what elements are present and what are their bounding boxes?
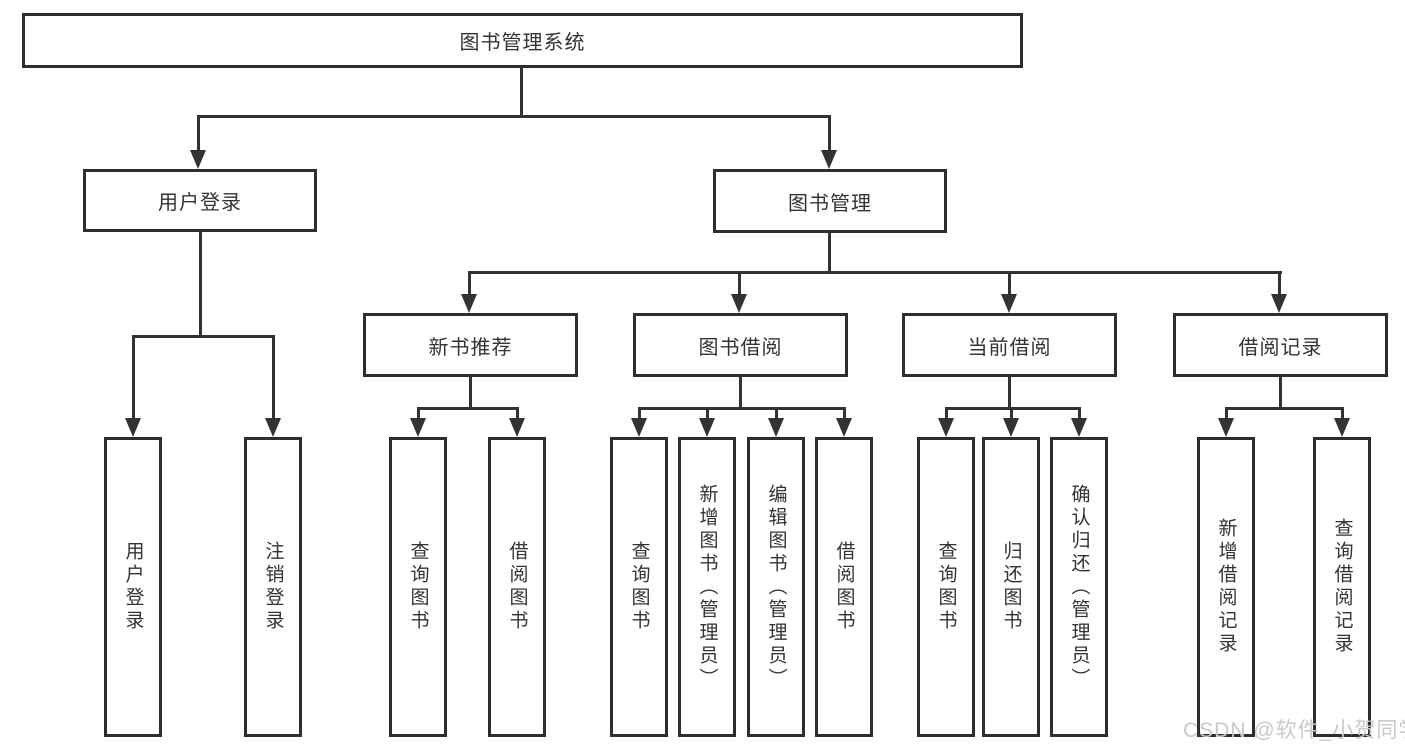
connector-line xyxy=(1279,377,1282,409)
leaf-return-book-label: 归还图书 xyxy=(1000,541,1022,633)
node-root-label: 图书管理系统 xyxy=(459,32,586,54)
node-borrow-record: 借阅记录 xyxy=(1173,313,1388,377)
arrow-down-icon xyxy=(1001,294,1017,313)
node-user-login: 用户登录 xyxy=(83,169,317,232)
arrow-down-icon xyxy=(461,294,477,313)
connector-line xyxy=(516,407,519,420)
node-new-book-recommend: 新书推荐 xyxy=(363,313,578,377)
arrow-down-icon xyxy=(768,418,784,437)
leaf-query-book-recommend-label: 查询图书 xyxy=(407,541,429,633)
connector-line xyxy=(1225,407,1228,420)
node-borrow-record-label: 借阅记录 xyxy=(1238,336,1323,359)
leaf-query-book-current-label: 查询图书 xyxy=(935,541,957,633)
connector-line xyxy=(520,68,523,118)
connector-line xyxy=(199,232,202,337)
connector-line xyxy=(828,115,831,151)
connector-line xyxy=(272,335,275,419)
connector-line xyxy=(1341,407,1344,420)
connector-line xyxy=(468,271,471,297)
leaf-edit-book-admin: 编辑图书（管理员） xyxy=(747,437,805,737)
arrow-down-icon xyxy=(1218,418,1234,437)
node-book-borrow-label: 图书借阅 xyxy=(698,336,783,359)
leaf-query-book-borrow-label: 查询图书 xyxy=(628,541,650,633)
connector-line xyxy=(739,377,742,409)
connector-line xyxy=(1225,407,1344,410)
connector-line xyxy=(417,407,519,410)
connector-line xyxy=(843,407,846,420)
leaf-borrow-book-recommend: 借阅图书 xyxy=(488,437,546,737)
arrow-down-icon xyxy=(836,418,852,437)
connector-line xyxy=(132,335,275,338)
arrow-down-icon xyxy=(1271,294,1287,313)
leaf-borrow-book-label: 借阅图书 xyxy=(833,541,855,633)
leaf-user-login: 用户登录 xyxy=(104,437,162,737)
connector-line xyxy=(197,115,200,151)
arrow-down-icon xyxy=(699,418,715,437)
arrow-down-icon xyxy=(410,418,426,437)
leaf-add-borrow-record-label: 新增借阅记录 xyxy=(1215,518,1237,656)
node-new-book-recommend-label: 新书推荐 xyxy=(428,336,513,359)
connector-line xyxy=(945,407,948,420)
connector-line xyxy=(638,407,641,420)
connector-line xyxy=(945,407,1081,410)
node-book-management: 图书管理 xyxy=(713,169,947,233)
leaf-borrow-book-recommend-label: 借阅图书 xyxy=(506,541,528,633)
leaf-query-book-current: 查询图书 xyxy=(917,437,975,737)
node-current-borrow-label: 当前借阅 xyxy=(967,336,1052,359)
node-book-borrow: 图书借阅 xyxy=(633,313,848,377)
connector-line xyxy=(738,271,741,297)
connector-line xyxy=(197,115,831,118)
arrow-down-icon xyxy=(265,418,281,437)
arrow-down-icon xyxy=(509,418,525,437)
leaf-confirm-return-admin-label: 确认归还（管理员） xyxy=(1068,483,1090,691)
leaf-add-book-admin-label: 新增图书（管理员） xyxy=(696,483,718,691)
arrow-down-icon xyxy=(190,150,206,169)
connector-line xyxy=(468,271,1282,274)
leaf-logout: 注销登录 xyxy=(244,437,302,737)
arrow-down-icon xyxy=(125,418,141,437)
connector-line xyxy=(1010,407,1013,420)
connector-line xyxy=(1078,407,1081,420)
leaf-query-book-recommend: 查询图书 xyxy=(389,437,447,737)
leaf-query-book-borrow: 查询图书 xyxy=(610,437,668,737)
node-book-management-label: 图书管理 xyxy=(788,192,872,215)
connector-line xyxy=(1008,271,1011,297)
connector-line xyxy=(828,233,831,273)
connector-line xyxy=(132,335,135,419)
arrow-down-icon xyxy=(631,418,647,437)
leaf-query-borrow-record-label: 查询借阅记录 xyxy=(1331,518,1353,656)
connector-line xyxy=(775,407,778,420)
connector-line xyxy=(469,377,472,409)
node-root: 图书管理系统 xyxy=(22,13,1023,68)
leaf-confirm-return-admin: 确认归还（管理员） xyxy=(1050,437,1108,737)
leaf-query-borrow-record: 查询借阅记录 xyxy=(1313,437,1371,737)
arrow-down-icon xyxy=(1334,418,1350,437)
watermark: CSDN @软件_小贺同学 xyxy=(1183,719,1405,742)
node-user-login-label: 用户登录 xyxy=(158,192,242,214)
connector-line xyxy=(417,407,420,420)
arrow-down-icon xyxy=(938,418,954,437)
leaf-user-login-label: 用户登录 xyxy=(122,541,144,633)
connector-line xyxy=(706,407,709,420)
leaf-borrow-book: 借阅图书 xyxy=(815,437,873,737)
connector-line xyxy=(638,407,846,410)
arrow-down-icon xyxy=(731,294,747,313)
leaf-edit-book-admin-label: 编辑图书（管理员） xyxy=(765,483,787,691)
leaf-return-book: 归还图书 xyxy=(982,437,1040,737)
arrow-down-icon xyxy=(1003,418,1019,437)
arrow-down-icon xyxy=(1071,418,1087,437)
leaf-logout-label: 注销登录 xyxy=(262,541,284,633)
connector-line xyxy=(1278,271,1281,297)
node-current-borrow: 当前借阅 xyxy=(902,313,1117,377)
leaf-add-book-admin: 新增图书（管理员） xyxy=(678,437,736,737)
leaf-add-borrow-record: 新增借阅记录 xyxy=(1197,437,1255,737)
connector-line xyxy=(1008,377,1011,409)
arrow-down-icon xyxy=(821,150,837,169)
